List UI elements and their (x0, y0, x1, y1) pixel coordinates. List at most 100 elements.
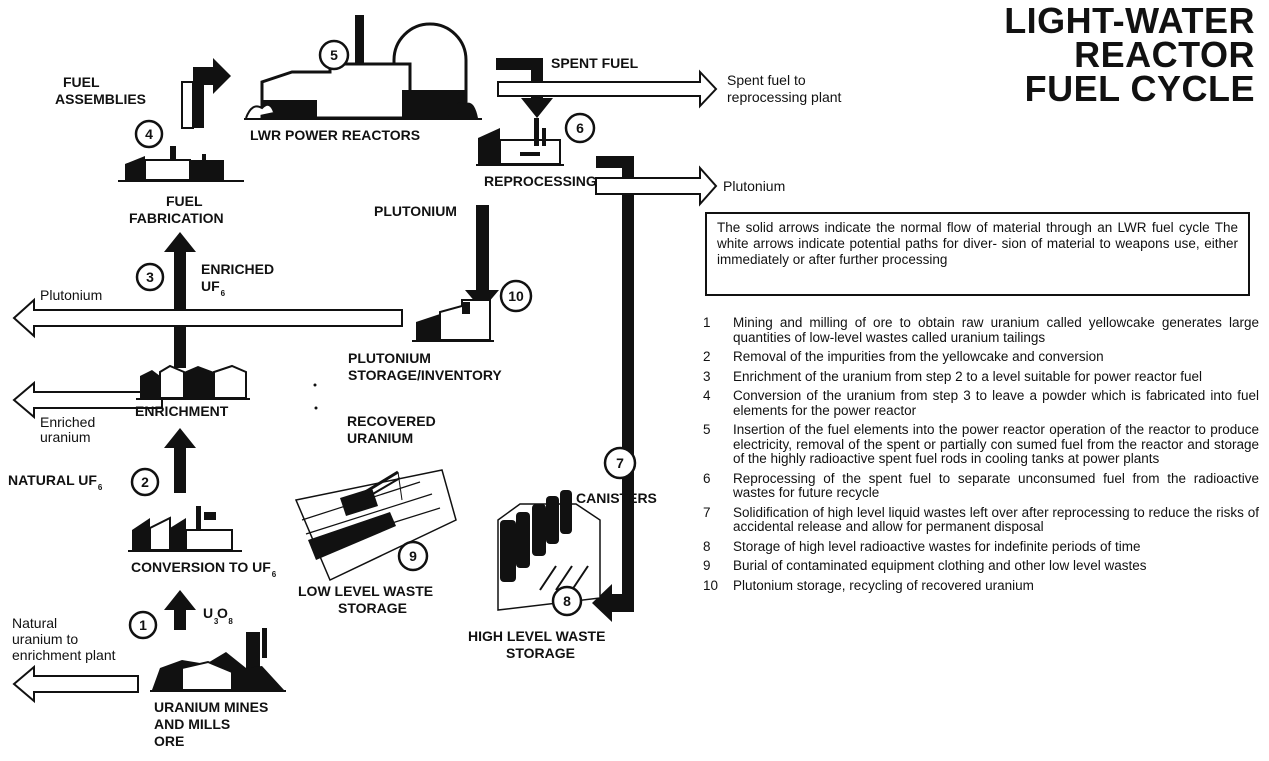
legend-number: 2 (703, 350, 733, 365)
legend-number: 6 (703, 472, 733, 501)
step-circle-3: 3 (137, 264, 163, 290)
plutonium-diversion-right-label: Plutonium (723, 178, 785, 194)
fuel-fabrication-label-1: FUEL (166, 193, 203, 209)
conversion-label: CONVERSION TO UF6 (131, 559, 277, 579)
svg-text:4: 4 (145, 126, 153, 142)
step-circle-10: 10 (501, 281, 531, 311)
legend-text: Reprocessing of the spent fuel to separa… (733, 472, 1259, 501)
plutonium-storage-illustration (412, 300, 494, 341)
enriched-uf6-label-2: UF6 (201, 278, 226, 298)
natural-uranium-label-2: uranium to (12, 631, 78, 647)
title-line: LIGHT-WATER (1004, 4, 1255, 38)
svg-text:5: 5 (330, 47, 338, 63)
solid-arrow-natural-uf6 (164, 428, 196, 493)
legend-text: Conversion of the uranium from step 3 to… (733, 389, 1259, 418)
svg-text:9: 9 (409, 548, 417, 564)
legend-text: Storage of high level radioactive wastes… (733, 540, 1259, 555)
conversion-illustration (128, 506, 242, 551)
mark-dot (315, 407, 318, 410)
svg-text:2: 2 (141, 474, 149, 490)
svg-text:10: 10 (508, 288, 524, 304)
explanatory-note-box: The solid arrows indicate the normal flo… (705, 212, 1250, 296)
mines-label-3: ORE (154, 733, 184, 749)
reprocessing-label: REPROCESSING (484, 173, 597, 189)
solid-arrow-u3o8 (164, 590, 196, 630)
enrichment-label: ENRICHMENT (135, 403, 229, 419)
white-arrow-natural-uranium (14, 667, 138, 701)
legend-text: Removal of the impurities from the yello… (733, 350, 1259, 365)
plutonium-storage-label-2: STORAGE/INVENTORY (348, 367, 502, 383)
legend-text: Insertion of the fuel elements into the … (733, 423, 1259, 467)
fuel-assemblies-label-1: FUEL (63, 74, 100, 90)
plutonium-diversion-left-label: Plutonium (40, 287, 102, 303)
legend-text: Plutonium storage, recycling of recovere… (733, 579, 1259, 594)
legend-number: 1 (703, 316, 733, 345)
spent-fuel-to-label-2: reprocessing plant (727, 89, 842, 105)
step-circle-1: 1 (130, 612, 156, 638)
power-reactors-label: LWR POWER REACTORS (250, 127, 420, 143)
svg-text:1: 1 (139, 617, 147, 633)
step-circle-2: 2 (132, 469, 158, 495)
svg-text:3: 3 (146, 269, 154, 285)
high-level-waste-label-1: HIGH LEVEL WASTE (468, 628, 605, 644)
fuel-fabrication-label-2: FABRICATION (129, 210, 224, 226)
legend-text: Burial of contaminated equipment clothin… (733, 559, 1259, 574)
white-arrow-fuel-assemblies (182, 82, 193, 128)
solid-arrow-fuel-assemblies (193, 58, 231, 128)
natural-uf6-label: NATURAL UF6 (8, 472, 103, 492)
canisters-label: CANISTERS (576, 490, 657, 506)
mines-label-2: AND MILLS (154, 716, 230, 732)
step-circle-6: 6 (566, 114, 594, 142)
solid-arrow-plutonium (465, 205, 499, 310)
step-circle-5: 5 (320, 41, 348, 69)
legend-number: 7 (703, 506, 733, 535)
legend-number: 3 (703, 370, 733, 385)
plutonium-storage-label-1: PLUTONIUM (348, 350, 431, 366)
recovered-uranium-label-1: RECOVERED (347, 413, 436, 429)
enriched-uf6-label-1: ENRICHED (201, 261, 274, 277)
natural-uranium-label-3: enrichment plant (12, 647, 116, 663)
recovered-uranium-label-2: URANIUM (347, 430, 413, 446)
plutonium-flow-label: PLUTONIUM (374, 203, 457, 219)
natural-uranium-label-1: Natural (12, 615, 57, 631)
legend-item: 2Removal of the impurities from the yell… (703, 350, 1259, 365)
white-arrow-plutonium-left (14, 300, 402, 336)
low-level-waste-label-1: LOW LEVEL WASTE (298, 583, 433, 599)
mines-illustration (150, 628, 286, 691)
solid-arrow-enriched-uf6 (164, 232, 196, 368)
power-reactors-illustration (244, 15, 482, 119)
page-title: LIGHT-WATER REACTOR FUEL CYCLE (1004, 4, 1255, 106)
fuel-assemblies-label-2: ASSEMBLIES (55, 91, 146, 107)
spent-fuel-to-label-1: Spent fuel to (727, 72, 806, 88)
low-level-waste-illustration (296, 470, 456, 580)
svg-text:8: 8 (563, 593, 571, 609)
fuel-fabrication-illustration (118, 146, 244, 181)
high-level-waste-illustration (498, 490, 600, 610)
step-circle-4: 4 (136, 121, 162, 147)
white-arrow-plutonium-right (596, 168, 716, 204)
legend-text: Mining and milling of ore to obtain raw … (733, 316, 1259, 345)
spent-fuel-label: SPENT FUEL (551, 55, 639, 71)
legend-number: 5 (703, 423, 733, 467)
title-line: REACTOR (1004, 38, 1255, 72)
legend-number: 10 (703, 579, 733, 594)
step-circle-9: 9 (399, 542, 427, 570)
legend-text: Solidification of high level liquid wast… (733, 506, 1259, 535)
mines-label-1: URANIUM MINES (154, 699, 268, 715)
title-line: FUEL CYCLE (1004, 72, 1255, 106)
enrichment-illustration (136, 366, 250, 399)
svg-text:7: 7 (616, 455, 624, 471)
enriched-uranium-label-2: uranium (40, 429, 91, 445)
step-circle-7: 7 (605, 448, 635, 478)
step-circle-8: 8 (553, 587, 581, 615)
high-level-waste-label-2: STORAGE (506, 645, 575, 661)
